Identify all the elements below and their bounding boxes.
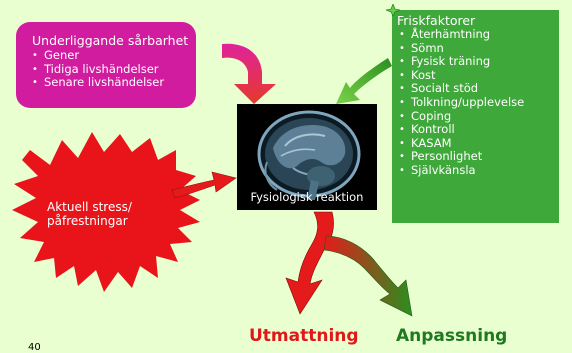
stress-starburst	[12, 132, 200, 292]
protective-factors-title: Friskfaktorer	[397, 13, 476, 28]
vulnerability-title: Underliggande sårbarhet	[32, 33, 189, 48]
list-item: Gener	[32, 48, 196, 63]
list-item: Kontroll	[397, 123, 559, 137]
protective-factors-box: Friskfaktorer Återhämtning Sömn Fysisk t…	[386, 4, 559, 223]
stress-label: Aktuell stress/ påfrestningar	[47, 200, 132, 228]
exhaustion-label: Utmattning	[249, 326, 359, 346]
list-item: Personlighet	[397, 150, 559, 164]
list-item: Socialt stöd	[397, 82, 559, 96]
sparkle-icon	[386, 4, 400, 16]
list-item: Kost	[397, 68, 559, 83]
adaptation-arrow	[323, 235, 413, 317]
vulnerability-arrow	[222, 43, 276, 104]
protective-factors-list: Återhämtning Sömn Fysisk träning Kost So…	[397, 27, 559, 178]
list-item: Fysisk träning	[397, 55, 559, 69]
brain-mri-icon	[257, 110, 361, 200]
vulnerability-list: Gener Tidiga livshändelser Senare livshä…	[32, 48, 196, 90]
adaptation-label: Anpassning	[396, 326, 508, 346]
stress-arrow	[171, 171, 237, 199]
reaction-label: Fysiologisk reaktion	[250, 190, 364, 204]
list-item: KASAM	[397, 136, 559, 151]
vulnerability-box: Underliggande sårbarhet Gener Tidiga liv…	[16, 22, 196, 108]
list-item: Självkänsla	[397, 163, 559, 178]
list-item: Återhämtning	[397, 27, 559, 42]
list-item: Tidiga livshändelser	[32, 62, 196, 77]
brain-scan-image: Fysiologisk reaktion	[237, 104, 377, 210]
list-item: Sömn	[397, 41, 559, 56]
protective-arrow	[336, 58, 392, 104]
page-number: 40	[28, 342, 41, 353]
list-item: Coping	[397, 109, 559, 124]
exhaustion-arrow	[285, 211, 334, 315]
list-item: Tolkning/upplevelse	[397, 95, 559, 110]
list-item: Senare livshändelser	[32, 75, 196, 90]
